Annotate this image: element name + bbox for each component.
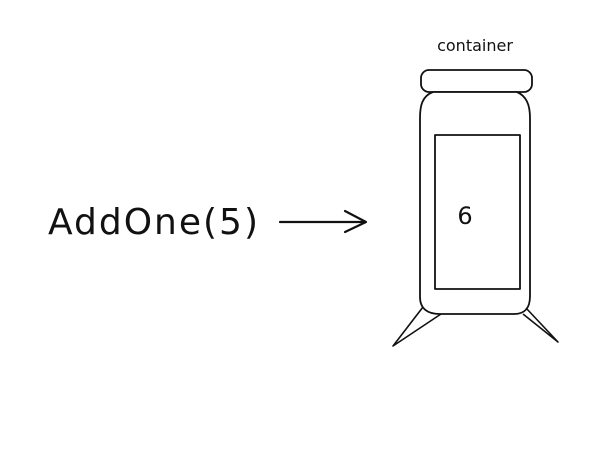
container-legs bbox=[392, 306, 559, 347]
right-leg bbox=[522, 307, 559, 343]
container-jar bbox=[419, 69, 533, 315]
function-call-label: AddOne(5) bbox=[48, 202, 260, 243]
container-value: 6 bbox=[457, 202, 472, 230]
container-window bbox=[434, 134, 521, 290]
left-leg bbox=[392, 306, 442, 347]
container-lid bbox=[420, 69, 533, 93]
arrow-head bbox=[343, 209, 368, 234]
container-label: container bbox=[437, 36, 513, 55]
arrow-icon bbox=[278, 209, 368, 234]
